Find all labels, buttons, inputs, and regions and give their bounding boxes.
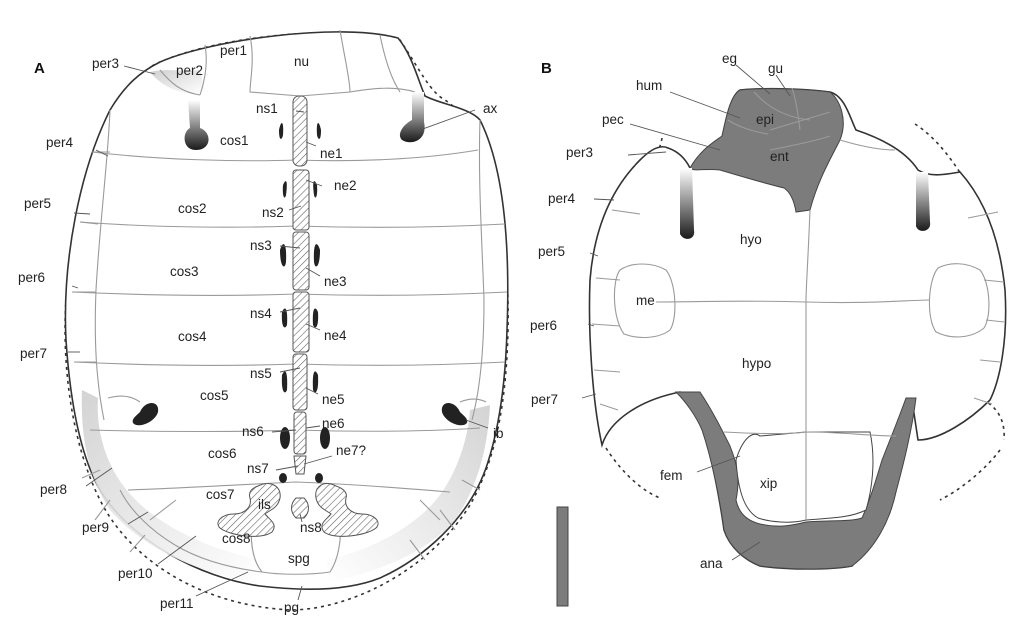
label-ns2: ns2 xyxy=(262,205,284,220)
label-ils: ils xyxy=(258,497,271,512)
ns4-neural xyxy=(293,292,309,352)
label-per6: per6 xyxy=(530,318,557,333)
label-per9: per9 xyxy=(82,520,109,535)
label-cos8: cos8 xyxy=(222,531,251,546)
label-xip: xip xyxy=(760,476,777,491)
label-hum: hum xyxy=(636,78,662,93)
label-per6: per6 xyxy=(18,270,45,285)
label-nu: nu xyxy=(294,54,309,69)
label-epi: epi xyxy=(756,112,774,127)
label-per3: per3 xyxy=(566,145,593,160)
label-ne7: ne7? xyxy=(336,443,366,458)
label-per5: per5 xyxy=(538,244,565,259)
ns7-neural xyxy=(294,456,306,474)
label-gu: gu xyxy=(768,61,783,76)
label-cos4: cos4 xyxy=(178,329,207,344)
ns5-neural xyxy=(293,354,307,410)
label-ne4: ne4 xyxy=(324,328,347,343)
label-per1: per1 xyxy=(220,43,247,58)
plastron-left-axillary xyxy=(680,168,694,239)
label-ne2: ne2 xyxy=(334,178,357,193)
label-fem: fem xyxy=(660,468,683,483)
label-cos7: cos7 xyxy=(206,487,235,502)
label-per11: per11 xyxy=(160,596,194,611)
label-per4: per4 xyxy=(46,135,74,150)
label-spg: spg xyxy=(288,551,310,566)
label-ns7: ns7 xyxy=(247,461,269,476)
label-eg: eg xyxy=(722,51,737,66)
ns1-neural xyxy=(293,96,307,166)
label-cos3: cos3 xyxy=(170,264,199,279)
label-cos1: cos1 xyxy=(220,133,249,148)
label-cos2: cos2 xyxy=(178,201,207,216)
panel-b-label: B xyxy=(541,60,552,77)
label-cos5: cos5 xyxy=(200,388,229,403)
label-me: me xyxy=(636,293,655,308)
label-ns5: ns5 xyxy=(250,366,272,381)
scale-bar xyxy=(557,507,568,606)
label-ent: ent xyxy=(770,149,789,164)
label-per4: per4 xyxy=(548,191,576,206)
label-ns6: ns6 xyxy=(242,424,264,439)
label-per3: per3 xyxy=(92,56,119,71)
label-ns8: ns8 xyxy=(300,520,322,535)
plastron-panel: B xyxy=(530,51,1006,571)
label-cos6: cos6 xyxy=(208,446,237,461)
label-ns3: ns3 xyxy=(250,238,272,253)
label-per2: per2 xyxy=(176,63,203,78)
label-ne5: ne5 xyxy=(322,392,345,407)
label-ana: ana xyxy=(700,556,723,571)
label-per7: per7 xyxy=(20,346,47,361)
label-ns1: ns1 xyxy=(256,101,278,116)
ns6-neural xyxy=(294,412,306,454)
label-hyo: hyo xyxy=(740,232,762,247)
plastron-right-axillary xyxy=(916,172,930,231)
label-ne1: ne1 xyxy=(320,146,343,161)
ns2-neural xyxy=(293,170,309,230)
label-per5: per5 xyxy=(24,196,51,211)
label-per8: per8 xyxy=(40,482,67,497)
label-ne3: ne3 xyxy=(324,274,347,289)
label-pg: pg xyxy=(284,600,299,615)
carapace-panel: A xyxy=(18,30,508,615)
label-hypo: hypo xyxy=(742,356,771,371)
panel-a-label: A xyxy=(34,60,45,77)
label-ne6: ne6 xyxy=(322,416,345,431)
label-per7: per7 xyxy=(531,392,558,407)
label-ns4: ns4 xyxy=(250,306,272,321)
label-ib: ib xyxy=(493,426,504,441)
label-per10: per10 xyxy=(118,566,153,581)
ns3-neural xyxy=(293,232,309,290)
label-ax: ax xyxy=(483,101,498,116)
label-pec: pec xyxy=(602,112,624,127)
plastron-xiphiplastron-window xyxy=(736,432,873,522)
